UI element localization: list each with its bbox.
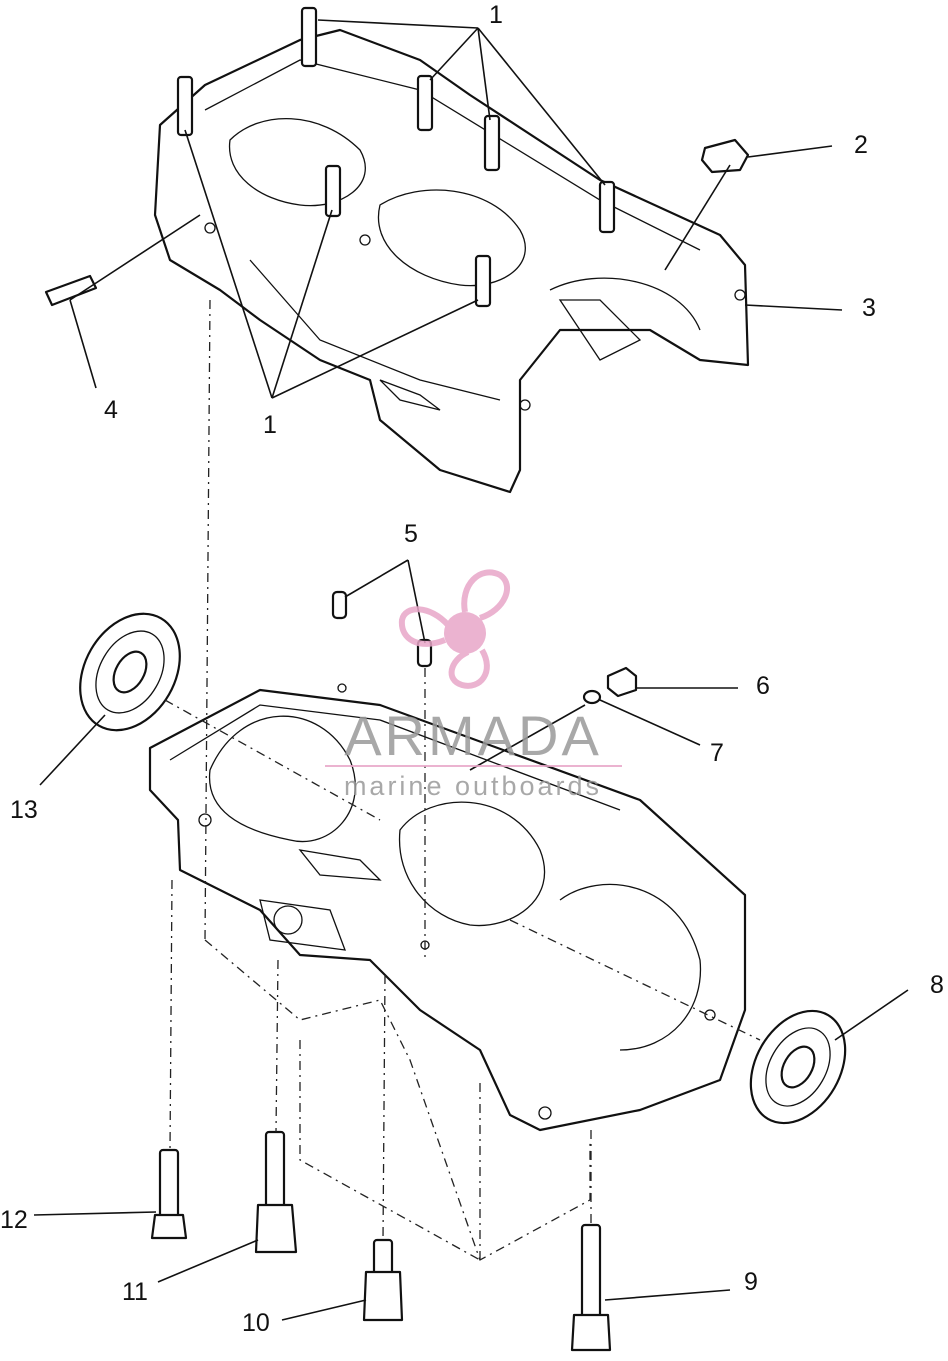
dowel-pin-part bbox=[44, 274, 98, 307]
callout-3: 3 bbox=[862, 294, 876, 322]
callout-6: 6 bbox=[756, 672, 770, 700]
callout-13: 13 bbox=[10, 796, 38, 824]
propeller-icon bbox=[398, 569, 511, 689]
watermark-tagline: marine outboards bbox=[344, 771, 602, 801]
callout-1-top: 1 bbox=[489, 1, 503, 29]
callout-1-bottom: 1 bbox=[263, 411, 277, 439]
callout-5: 5 bbox=[404, 520, 418, 548]
washer bbox=[582, 689, 602, 705]
upper-crankcase bbox=[153, 28, 750, 494]
dowel-a bbox=[331, 590, 348, 620]
callout-11: 11 bbox=[122, 1278, 148, 1306]
bolt-12 bbox=[150, 1148, 188, 1240]
callout-7: 7 bbox=[710, 739, 724, 767]
watermark-brand: ARMADA bbox=[344, 704, 602, 767]
callout-8: 8 bbox=[930, 971, 944, 999]
drain-plug bbox=[606, 666, 638, 698]
callout-12: 12 bbox=[0, 1206, 28, 1234]
bolt-9 bbox=[570, 1223, 612, 1352]
callout-10: 10 bbox=[242, 1309, 270, 1337]
armada-logo-watermark: ARMADA marine outboards bbox=[325, 569, 622, 801]
oil-seal-right bbox=[749, 1009, 847, 1125]
alignment-lines bbox=[164, 299, 761, 1261]
leader-lines bbox=[33, 19, 909, 1321]
studs bbox=[176, 6, 616, 308]
bolt-11 bbox=[254, 1130, 298, 1254]
clip-part bbox=[700, 138, 750, 174]
callout-labels: 1 1 2 3 4 5 6 7 8 9 10 11 12 13 bbox=[0, 1, 944, 1337]
oil-seal-left bbox=[79, 612, 181, 732]
callout-2: 2 bbox=[854, 131, 868, 159]
bolt-10 bbox=[362, 1238, 404, 1322]
callout-4: 4 bbox=[104, 396, 118, 424]
callout-9: 9 bbox=[744, 1268, 758, 1296]
